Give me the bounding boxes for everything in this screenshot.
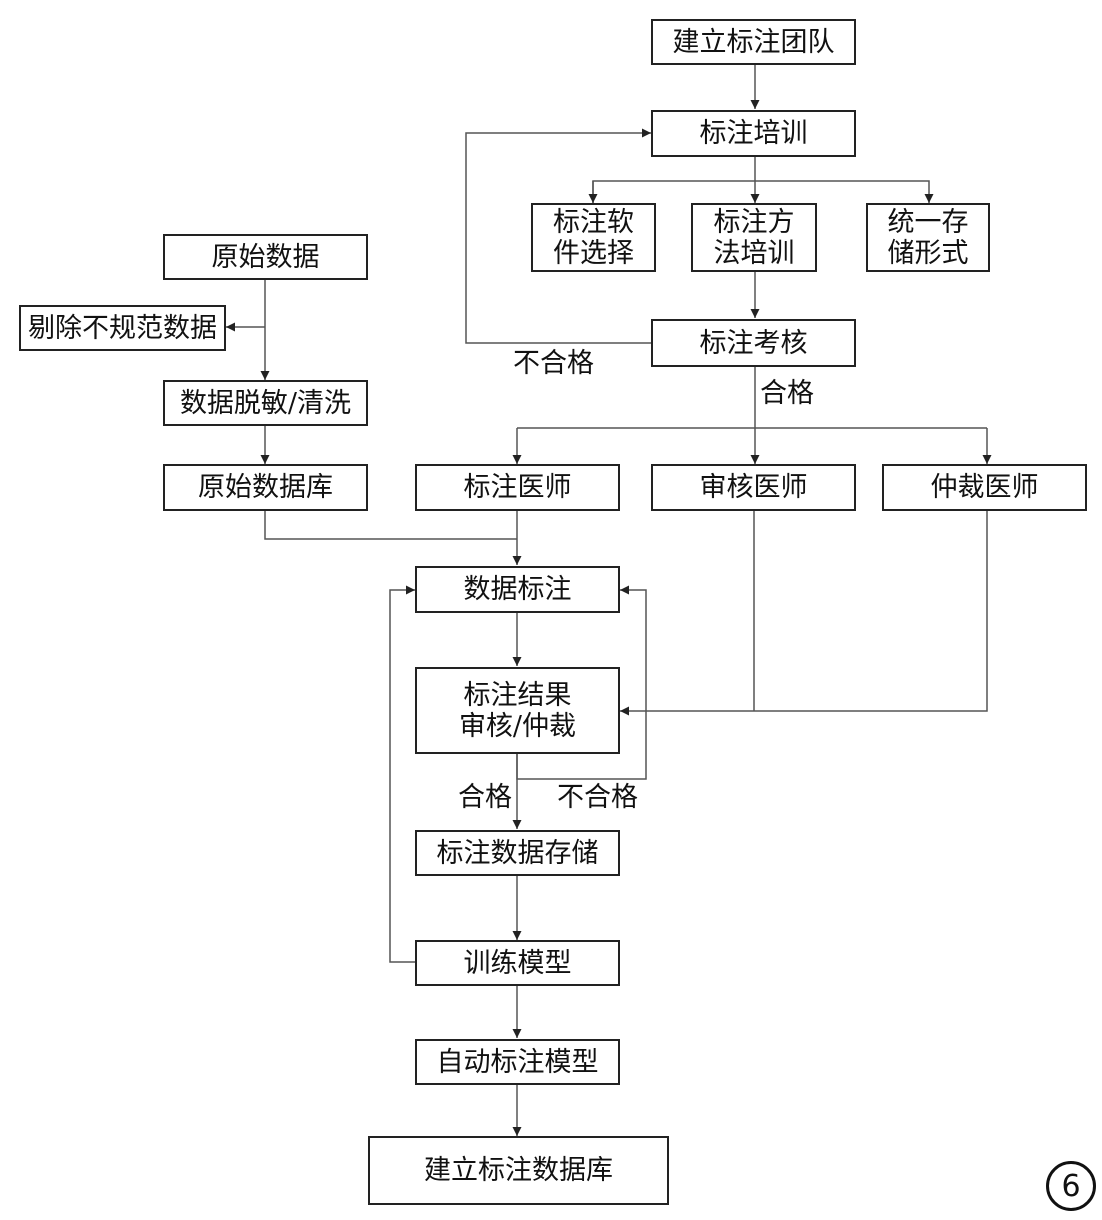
node-annotate: 数据标注	[415, 566, 620, 613]
label-review-fail: 不合格	[557, 782, 638, 813]
node-method: 标注方 法培训	[691, 203, 817, 272]
node-training: 标注培训	[651, 110, 856, 157]
edge-arbiter-to-review	[620, 511, 988, 716]
edge-rawdb-to-annotate	[264, 511, 517, 540]
edge-training-branches	[592, 180, 934, 203]
node-desensitize: 数据脱敏/清洗	[163, 380, 368, 426]
node-software: 标注软 件选择	[531, 203, 656, 272]
node-raw-db: 原始数据库	[163, 464, 368, 511]
node-assessment: 标注考核	[651, 319, 856, 367]
node-store: 标注数据存储	[415, 830, 620, 876]
edge-train-loop	[389, 585, 415, 963]
edge-assessment-fail-loop	[465, 128, 651, 344]
node-storage-format: 统一存 储形式	[866, 203, 990, 272]
label-review-pass: 合格	[458, 782, 512, 813]
label-assessment-fail: 不合格	[513, 348, 594, 379]
label-assessment-pass: 合格	[760, 378, 814, 409]
node-remove-invalid: 剔除不规范数据	[19, 305, 226, 351]
node-review: 标注结果 审核/仲裁	[415, 667, 620, 754]
node-build-db: 建立标注数据库	[368, 1136, 669, 1205]
node-annotator: 标注医师	[415, 464, 620, 511]
node-train: 训练模型	[415, 940, 620, 986]
node-raw-data: 原始数据	[163, 234, 368, 280]
node-arbiter: 仲裁医师	[882, 464, 1087, 511]
node-build-team: 建立标注团队	[651, 19, 856, 65]
node-auto-model: 自动标注模型	[415, 1039, 620, 1085]
figure-number-badge: 6	[1046, 1161, 1096, 1211]
node-reviewer: 审核医师	[651, 464, 856, 511]
